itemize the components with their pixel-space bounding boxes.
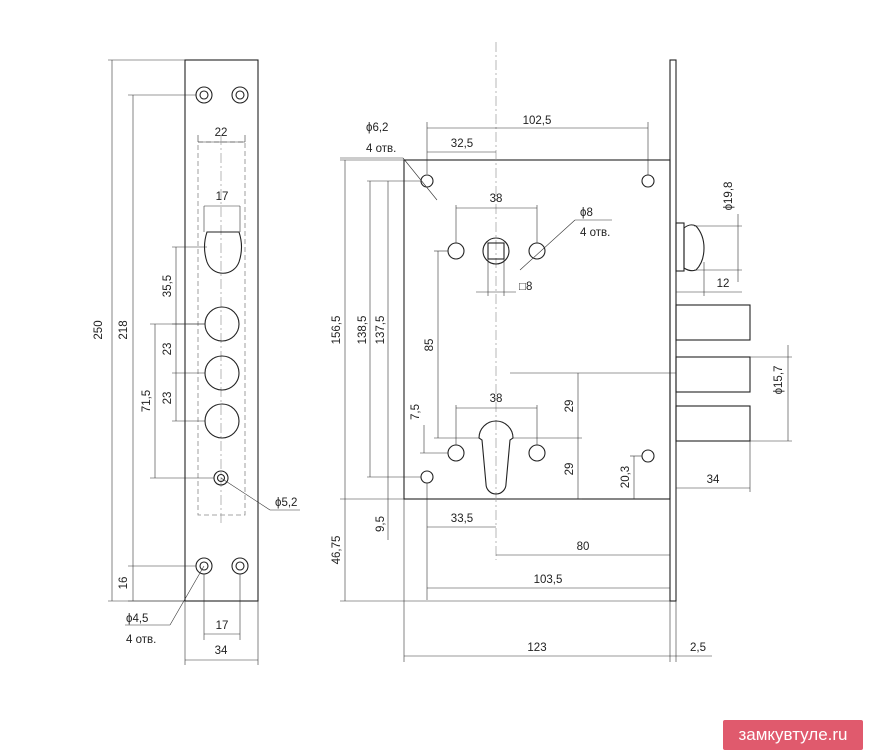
lock-body-view: ϕ6,2 4 отв. 32,5 102,5 38 ϕ8 4 отв. □8 ϕ…: [331, 42, 792, 662]
dim-85: 85: [424, 339, 436, 352]
dim-34-left: 34: [215, 645, 228, 657]
dim-17-top: 17: [216, 191, 229, 203]
dim-137-5: 137,5: [375, 316, 387, 345]
dim-23-b: 23: [162, 392, 174, 405]
dim-2-5: 2,5: [690, 642, 706, 654]
dim-7-5: 7,5: [410, 404, 422, 420]
dim-29-b: 29: [564, 463, 576, 476]
dim-80: 80: [577, 541, 590, 553]
front-plate-side: [669, 59, 677, 602]
dim-12: 12: [717, 278, 730, 290]
bolt-hole-1: [204, 306, 240, 342]
dim-16: 16: [118, 577, 130, 590]
dim-9-5: 9,5: [375, 516, 387, 532]
dim-32-5: 32,5: [451, 138, 473, 150]
square-spindle-hole: [487, 242, 505, 260]
latch-window: [203, 231, 243, 274]
dim-156-5: 156,5: [331, 316, 343, 345]
dim-103-5: 103,5: [534, 574, 563, 586]
dim-123: 123: [527, 642, 546, 654]
handle-hole-left: [447, 242, 465, 260]
dim-phi-6-2: ϕ6,2: [366, 122, 388, 134]
dim-71-5: 71,5: [141, 390, 153, 412]
deadbolt-2: [675, 356, 751, 393]
faceplate-mounting-holes: [195, 86, 249, 575]
latch-base: [675, 222, 685, 272]
deadbolt-3: [675, 405, 751, 442]
dim-4-holes-top: 4 отв.: [366, 143, 396, 155]
bolt-hole-3: [204, 403, 240, 439]
handle-follower: [482, 237, 510, 265]
dim-35-5: 35,5: [162, 275, 174, 297]
dim-102-5: 102,5: [523, 115, 552, 127]
deadbolt-1: [675, 304, 751, 341]
site-watermark: замкувтуле.ru: [723, 720, 863, 750]
dim-phi-8: ϕ8: [580, 207, 593, 219]
dim-138-5: 138,5: [357, 316, 369, 345]
dim-33-5: 33,5: [451, 513, 473, 525]
dim-4-holes-right: 4 отв.: [580, 227, 610, 239]
dim-phi-4-5: ϕ4,5: [126, 613, 148, 625]
latch-bolt: [683, 224, 705, 272]
cylinder-hole-left: [447, 444, 465, 462]
dim-20-3: 20,3: [620, 466, 632, 488]
cylinder-hole-right: [528, 444, 546, 462]
lock-body-hidden-outline: [197, 141, 246, 516]
faceplate-outline: [184, 59, 259, 602]
faceplate-view: 250 218 16 22 17 35,5 23 23 71,: [93, 59, 300, 665]
dim-square-8: □8: [519, 281, 532, 293]
dim-38-bottom: 38: [490, 393, 503, 405]
dim-17-bottom: 17: [216, 620, 229, 632]
dim-34-right: 34: [707, 474, 720, 486]
dim-phi-19-8: ϕ19,8: [723, 182, 735, 211]
bolt-hole-2: [204, 355, 240, 391]
handle-hole-right: [528, 242, 546, 260]
dim-23-a: 23: [162, 343, 174, 356]
dim-29-a: 29: [564, 400, 576, 413]
dim-218: 218: [118, 320, 130, 339]
dim-38-top: 38: [490, 193, 503, 205]
dim-46-75: 46,75: [331, 536, 343, 565]
dim-250: 250: [93, 320, 105, 339]
dim-4-holes-left: 4 отв.: [126, 634, 156, 646]
dim-phi-15-7: ϕ15,7: [773, 366, 785, 395]
dim-phi-5-2: ϕ5,2: [275, 497, 297, 509]
dim-22: 22: [215, 127, 228, 139]
